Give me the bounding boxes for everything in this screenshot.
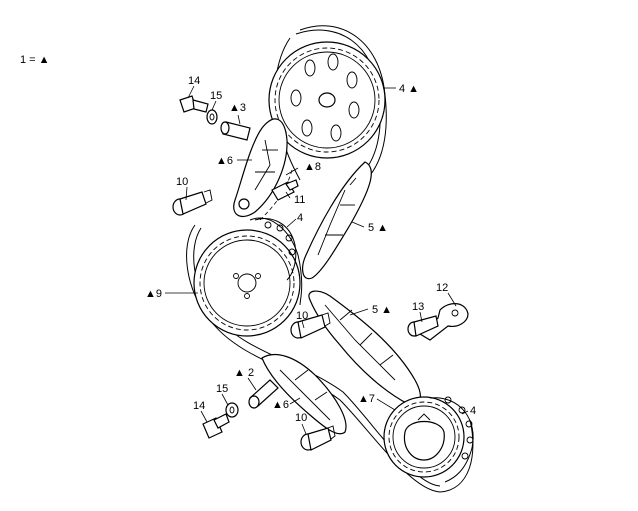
callout-11: 11 bbox=[294, 194, 305, 206]
intermediate-sprocket-9 bbox=[193, 229, 301, 337]
callout-14-top: 14 bbox=[188, 75, 200, 87]
callout-5-mid: 5 ▲ bbox=[372, 304, 392, 316]
legend-text: 1 = ▲ bbox=[20, 54, 50, 66]
callout-14-bot: 14 bbox=[193, 400, 205, 412]
callout-6-bot: ▲6 bbox=[272, 399, 289, 411]
callout-10-bot: 10 bbox=[295, 412, 307, 424]
chain-guide-lower bbox=[261, 354, 347, 435]
callout-12: 12 bbox=[436, 282, 448, 294]
bolt-11 bbox=[271, 179, 299, 201]
callout-4-top: 4 ▲ bbox=[399, 83, 419, 95]
callout-15-top: 15 bbox=[210, 90, 222, 102]
bolt-14-lower bbox=[202, 413, 230, 439]
tensioner-12 bbox=[418, 303, 469, 341]
callout-7: ▲7 bbox=[358, 393, 375, 405]
callout-3: ▲3 bbox=[229, 102, 246, 114]
callout-13: 13 bbox=[412, 301, 424, 313]
pin-2 bbox=[248, 379, 279, 409]
leader-lines bbox=[165, 85, 469, 435]
chain-guide-5-lower bbox=[308, 290, 421, 406]
bolt-10-upper bbox=[172, 189, 213, 216]
bolt-14-upper bbox=[179, 95, 209, 113]
bolt-10-lower bbox=[300, 425, 336, 451]
chain-guide-5-upper bbox=[302, 161, 372, 280]
pin-3 bbox=[220, 121, 251, 141]
chain-4-bottom bbox=[429, 396, 474, 483]
callout-4-bot: 4 bbox=[470, 405, 476, 417]
callout-8: ▲8 bbox=[304, 161, 321, 173]
callout-15-bot: 15 bbox=[216, 383, 228, 395]
callout-6-top: ▲6 bbox=[216, 155, 233, 167]
callout-9: ▲9 bbox=[145, 288, 162, 300]
bolt-10-middle bbox=[290, 312, 331, 339]
callout-5-top: 5 ▲ bbox=[368, 222, 388, 234]
crankshaft-sprocket-7 bbox=[383, 396, 465, 478]
callout-10-top: 10 bbox=[176, 176, 188, 188]
callout-4-mid: 4 bbox=[297, 212, 303, 224]
sprocket-4-mid bbox=[254, 218, 297, 281]
bolt-13 bbox=[407, 315, 439, 337]
camshaft-sprocket-upper bbox=[268, 41, 386, 159]
washer-15-upper bbox=[206, 109, 218, 125]
callout-10-mid: 10 bbox=[296, 310, 308, 322]
washer-15-lower bbox=[225, 402, 239, 418]
callout-2: ▲ 2 bbox=[234, 367, 254, 379]
chain-guide-upper bbox=[233, 118, 288, 217]
